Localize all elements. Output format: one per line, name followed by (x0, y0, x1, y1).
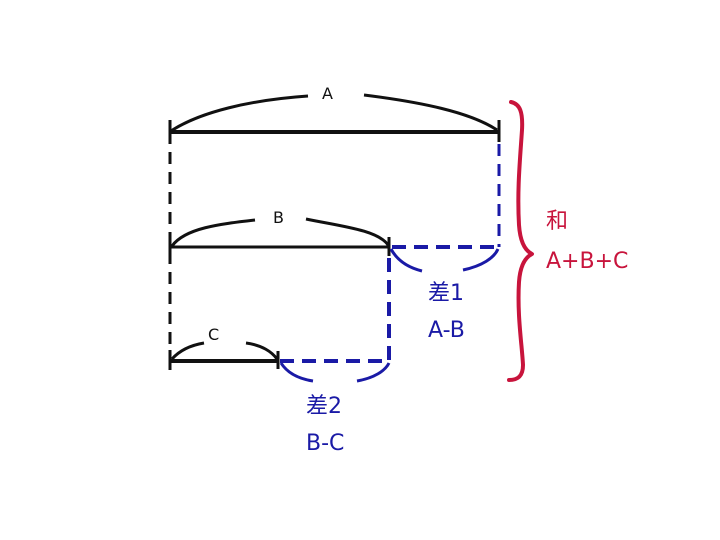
segment-c-brace-left (170, 341, 205, 361)
segment-b (168, 217, 391, 256)
sum-brace (507, 100, 534, 382)
segment-c-brace-right (245, 341, 279, 360)
sum-formula: A+B+C (546, 249, 629, 274)
segment-a-brace-right (363, 93, 498, 132)
segment-a (168, 93, 501, 142)
sum-title: 和 (546, 209, 569, 234)
difference-1-brace-left (389, 248, 423, 273)
segment-a-brace-left (170, 94, 309, 133)
segment-c-label: C (208, 325, 220, 344)
difference-1-brace-right (462, 248, 500, 272)
difference-2-title: 差2 (306, 394, 342, 419)
difference-1-formula: A-B (428, 318, 465, 343)
segment-a-label: A (322, 84, 333, 103)
difference-1-dashed (387, 144, 501, 368)
difference-1-title: 差1 (428, 281, 464, 306)
difference-2-brace-left (279, 362, 314, 383)
segment-b-label: B (273, 208, 284, 227)
difference-2-formula: B-C (306, 431, 345, 456)
difference-2-dashed (279, 359, 391, 383)
difference-2-brace-right (356, 362, 391, 383)
segment-c (168, 341, 280, 370)
segment-b-brace-left (170, 218, 256, 247)
segment-b-brace-right (305, 217, 390, 246)
